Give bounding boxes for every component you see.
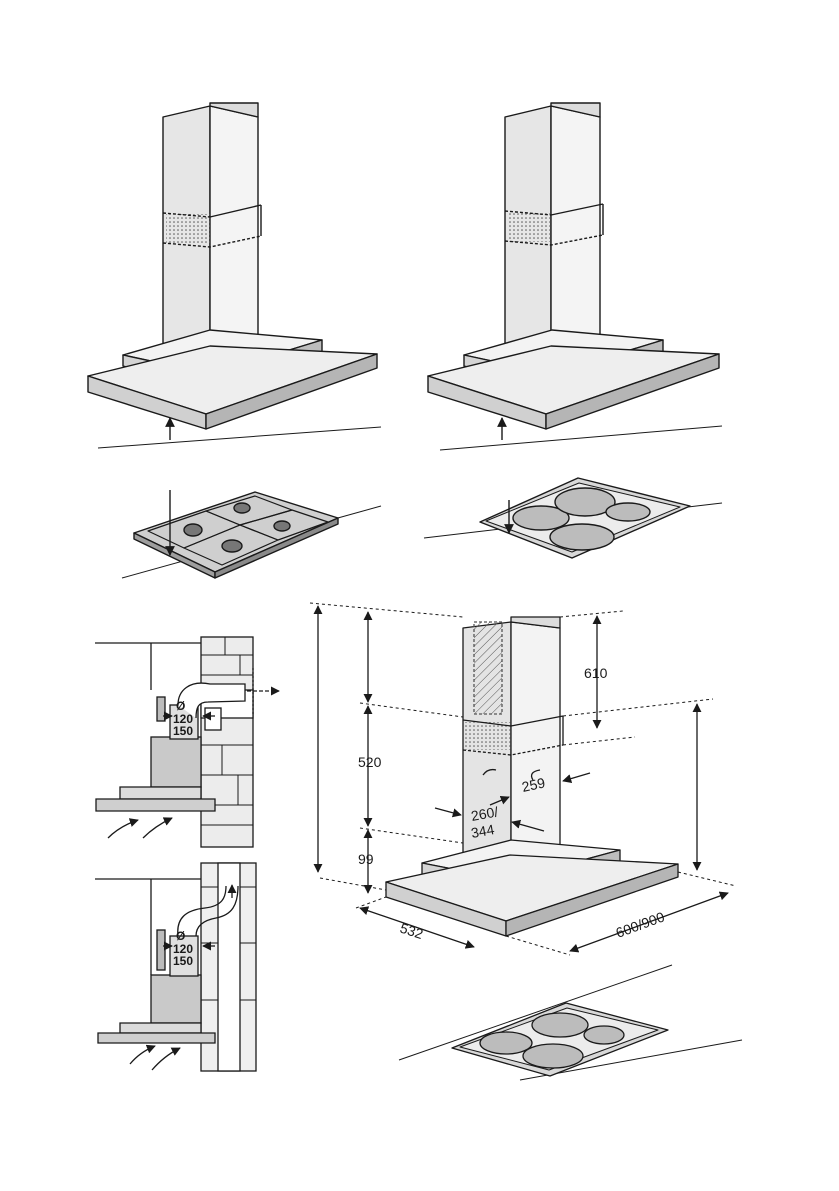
hood-over-electric-hob [424,103,722,558]
hatched-duct [474,622,502,714]
dim-canopy-height: 99 [358,851,374,867]
chimney-top-right [210,106,258,355]
dim-canopy-depth: 532 [398,920,425,943]
duct-dia-symbol: Ø [176,929,185,943]
chimney-vent-grille [166,214,210,244]
duct-dia-150: 150 [173,724,193,738]
dim-canopy-width: 600/900 [614,908,667,940]
dim-lower-chimney: 520 [358,754,382,770]
duct-dia-symbol: Ø [176,699,185,713]
duct-dia-150: 150 [173,954,193,968]
ducting-wall-section [95,637,279,847]
hood-over-gas-hob [88,103,381,578]
chimney-vent-grille [507,212,551,242]
dimension-drawing [310,603,742,1080]
dim-upper-chimney: 610 [584,665,608,681]
